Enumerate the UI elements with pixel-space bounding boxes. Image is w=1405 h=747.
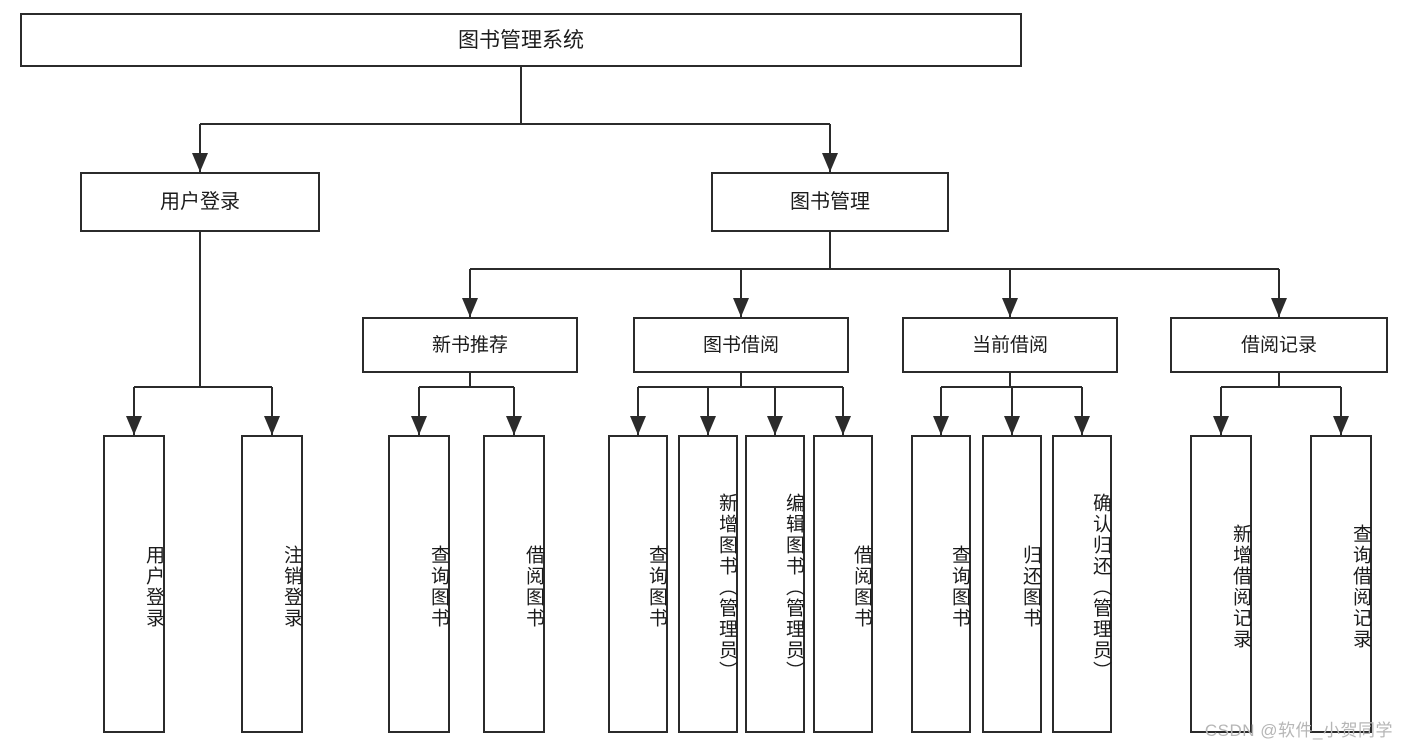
- arrowhead-icon: [733, 298, 749, 317]
- node-label: 查询图书: [646, 545, 667, 629]
- node-leaf-cur-3[interactable]: 确认归还（管理员）: [1052, 435, 1112, 733]
- node-current[interactable]: 当前借阅: [902, 317, 1118, 373]
- arrowhead-icon: [411, 416, 427, 435]
- node-newbook[interactable]: 新书推荐: [362, 317, 578, 373]
- arrowhead-icon: [1074, 416, 1090, 435]
- arrowhead-icon: [126, 416, 142, 435]
- node-leaf-bor-3[interactable]: 编辑图书（管理员）: [745, 435, 805, 733]
- arrowhead-icon: [1333, 416, 1349, 435]
- arrowhead-icon: [1002, 298, 1018, 317]
- node-label: 图书借阅: [702, 334, 779, 356]
- node-label: 查询图书: [949, 545, 970, 629]
- node-bookmgmt[interactable]: 图书管理: [711, 172, 949, 232]
- node-label: 当前借阅: [971, 334, 1048, 356]
- arrowhead-icon: [822, 153, 838, 172]
- node-label: 确认归还（管理员）: [1090, 492, 1111, 682]
- node-leaf-bor-1[interactable]: 查询图书: [608, 435, 668, 733]
- node-leaf-rec-1[interactable]: 新增借阅记录: [1190, 435, 1252, 733]
- node-leaf-bor-2[interactable]: 新增图书（管理员）: [678, 435, 738, 733]
- arrowhead-icon: [630, 416, 646, 435]
- node-label: 编辑图书（管理员）: [783, 492, 804, 682]
- arrowhead-icon: [506, 416, 522, 435]
- node-leaf-bor-4[interactable]: 借阅图书: [813, 435, 873, 733]
- node-records[interactable]: 借阅记录: [1170, 317, 1388, 373]
- node-label: 查询图书: [428, 545, 449, 629]
- arrowhead-icon: [1271, 298, 1287, 317]
- node-login[interactable]: 用户登录: [80, 172, 320, 232]
- node-label: 图书管理: [790, 191, 870, 213]
- arrowhead-icon: [835, 416, 851, 435]
- node-leaf-rec-2[interactable]: 查询借阅记录: [1310, 435, 1372, 733]
- node-leaf-cur-2[interactable]: 归还图书: [982, 435, 1042, 733]
- node-label: 新增借阅记录: [1230, 524, 1251, 650]
- node-leaf-login-2[interactable]: 注销登录: [241, 435, 303, 733]
- arrowhead-icon: [264, 416, 280, 435]
- arrowhead-icon: [767, 416, 783, 435]
- node-label: 归还图书: [1020, 545, 1041, 629]
- node-leaf-cur-1[interactable]: 查询图书: [911, 435, 971, 733]
- node-leaf-new-2[interactable]: 借阅图书: [483, 435, 545, 733]
- node-label: 新书推荐: [431, 334, 508, 356]
- node-label: 查询借阅记录: [1350, 524, 1371, 650]
- node-label: 注销登录: [281, 545, 302, 629]
- arrowhead-icon: [192, 153, 208, 172]
- arrowhead-icon: [462, 298, 478, 317]
- node-label: 新增图书（管理员）: [716, 492, 737, 682]
- node-label: 用户登录: [143, 545, 164, 629]
- arrowhead-icon: [1213, 416, 1229, 435]
- arrowhead-icon: [1004, 416, 1020, 435]
- node-label: 借阅图书: [523, 545, 544, 629]
- node-leaf-new-1[interactable]: 查询图书: [388, 435, 450, 733]
- arrowhead-icon: [933, 416, 949, 435]
- node-label: 用户登录: [160, 191, 240, 213]
- node-leaf-login-1[interactable]: 用户登录: [103, 435, 165, 733]
- node-label: 图书管理系统: [458, 28, 584, 52]
- node-label: 借阅记录: [1240, 334, 1317, 356]
- node-root[interactable]: 图书管理系统: [20, 13, 1022, 67]
- arrowhead-icon: [700, 416, 716, 435]
- node-label: 借阅图书: [851, 545, 872, 629]
- node-borrow[interactable]: 图书借阅: [633, 317, 849, 373]
